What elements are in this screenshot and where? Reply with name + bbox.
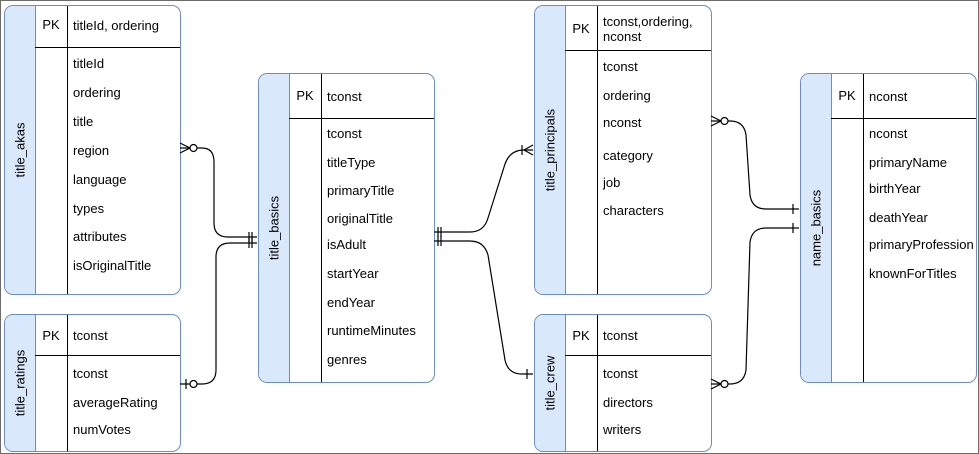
header-divider — [565, 50, 711, 51]
field: writers — [603, 422, 642, 437]
primary-key-value: tconst,ordering, nconst — [603, 14, 693, 44]
field: directors — [603, 395, 653, 410]
field: originalTitle — [327, 211, 393, 226]
pk-label: PK — [296, 88, 314, 103]
field: endYear — [327, 295, 375, 310]
field: ordering — [603, 88, 651, 103]
field: genres — [327, 352, 367, 367]
key-column: PK — [35, 6, 68, 294]
entity-title-basics[interactable]: title_basics PK tconst tconst titleType … — [258, 73, 435, 383]
header-divider — [35, 47, 180, 48]
field: title — [73, 114, 94, 129]
pk-label: PK — [42, 17, 60, 32]
header-divider — [565, 355, 711, 356]
key-column: PK — [831, 74, 864, 382]
entity-header: title_crew — [535, 315, 566, 451]
entity-header: title_ratings — [5, 315, 36, 451]
header-divider — [35, 355, 180, 356]
primary-key-value: tconst — [73, 328, 108, 343]
primary-key-value: tconst — [603, 328, 638, 343]
primary-key-value: tconst — [327, 89, 362, 104]
primary-key-value: nconst — [869, 89, 908, 104]
field: category — [603, 148, 653, 163]
key-column: PK — [289, 74, 322, 382]
field: nconst — [869, 126, 908, 141]
table-name: title_basics — [266, 195, 282, 261]
field: knownForTitles — [869, 266, 957, 281]
field: tconst — [603, 59, 638, 74]
table-name: title_principals — [542, 108, 558, 192]
field: types — [73, 201, 105, 216]
header-divider — [289, 118, 434, 119]
field: primaryName — [869, 155, 948, 170]
field: averageRating — [73, 395, 158, 410]
entity-header: title_principals — [535, 6, 566, 294]
table-name: title_crew — [542, 355, 558, 411]
field: isOriginalTitle — [73, 258, 152, 273]
field: language — [73, 172, 127, 187]
pk-label: PK — [838, 88, 856, 103]
key-column: PK — [35, 315, 68, 451]
pk-label: PK — [572, 328, 590, 343]
entity-title-akas[interactable]: title_akas PK titleId, ordering titleId … — [4, 5, 181, 295]
field: nconst — [603, 115, 642, 130]
pk-label: PK — [42, 328, 60, 343]
key-column: PK — [565, 315, 598, 451]
table-name: title_ratings — [12, 349, 28, 417]
field: region — [73, 143, 110, 158]
entity-title-ratings[interactable]: title_ratings PK tconst tconst averageRa… — [4, 314, 181, 452]
field: numVotes — [73, 422, 131, 437]
key-column: PK — [565, 6, 598, 294]
header-divider — [831, 118, 976, 119]
field: tconst — [603, 366, 638, 381]
table-name: name_basics — [808, 189, 824, 267]
field: characters — [603, 203, 664, 218]
field: tconst — [73, 366, 108, 381]
entity-header: name_basics — [801, 74, 832, 382]
field: titleType — [327, 155, 376, 170]
field: tconst — [327, 126, 362, 141]
entity-name-basics[interactable]: name_basics PK nconst nconst primaryName… — [800, 73, 977, 383]
entity-header: title_basics — [259, 74, 290, 382]
primary-key-value: titleId, ordering — [73, 18, 159, 33]
field: isAdult — [327, 237, 367, 252]
field: job — [603, 175, 621, 190]
field: ordering — [73, 85, 121, 100]
entity-title-principals[interactable]: title_principals PK tconst,ordering, nco… — [534, 5, 712, 295]
field: attributes — [73, 229, 127, 244]
field: runtimeMinutes — [327, 323, 416, 338]
entity-title-crew[interactable]: title_crew PK tconst tconst directors wr… — [534, 314, 712, 452]
field: titleId — [73, 56, 105, 71]
field: primaryProfession — [869, 237, 974, 252]
field: deathYear — [869, 210, 928, 225]
entity-header: title_akas — [5, 6, 36, 294]
field: birthYear — [869, 181, 921, 196]
field: startYear — [327, 266, 379, 281]
field: primaryTitle — [327, 183, 395, 198]
table-name: title_akas — [12, 122, 28, 178]
pk-label: PK — [572, 21, 590, 36]
